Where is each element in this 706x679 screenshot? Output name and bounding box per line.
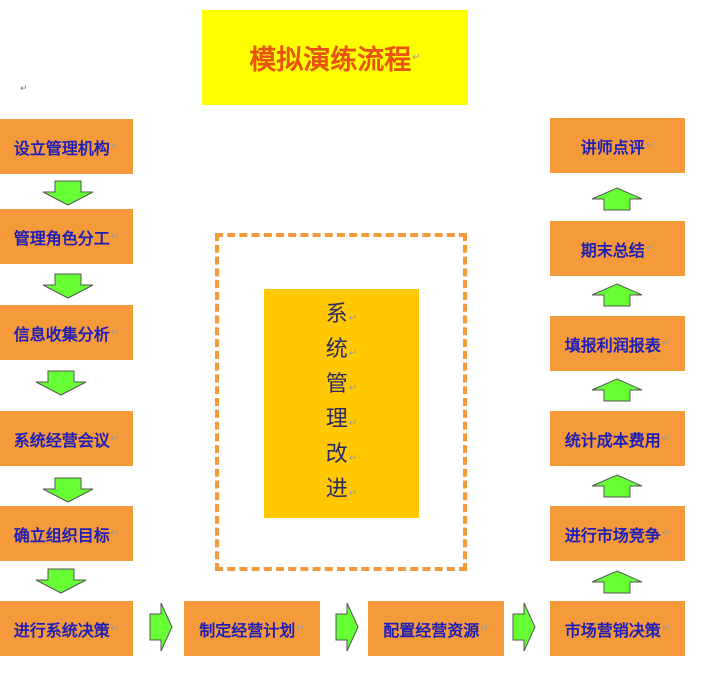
step-info-analysis: 信息收集分析↵ <box>0 305 133 360</box>
down-arrow-icon <box>35 568 87 594</box>
center-box-system-improvement: 系↵ 统↵ 管↵ 理↵ 改↵ 进↵ <box>264 289 419 518</box>
center-char: 进 <box>325 476 348 502</box>
step-set-goals: 确立组织目标↵ <box>0 506 133 561</box>
step-label: 市场营销决策 <box>564 620 661 640</box>
down-arrow-icon <box>42 180 94 206</box>
step-label: 配置经营资源 <box>383 620 480 640</box>
paragraph-mark-icon: ↵ <box>348 347 358 359</box>
step-label: 进行系统决策 <box>13 620 110 640</box>
step-label: 期末总结 <box>580 240 645 260</box>
up-arrow-icon <box>591 187 643 211</box>
paragraph-mark-icon: ↵ <box>348 417 358 429</box>
center-char: 统 <box>325 336 348 362</box>
up-arrow-icon <box>591 283 643 307</box>
paragraph-mark-icon: ↵ <box>110 327 120 338</box>
up-arrow-icon <box>591 474 643 498</box>
step-label: 信息收集分析 <box>13 324 110 344</box>
paragraph-mark-icon: ↵ <box>110 623 120 634</box>
paragraph-mark-icon: ↵ <box>110 141 120 152</box>
paragraph-mark-icon: ↵ <box>348 452 358 464</box>
step-label: 填报利润报表 <box>564 335 661 355</box>
step-label: 系统经营会议 <box>13 430 110 450</box>
center-char: 管 <box>325 371 348 397</box>
center-char: 系 <box>325 301 348 327</box>
paragraph-mark-icon: ↵ <box>412 52 421 63</box>
step-label: 管理角色分工 <box>13 228 110 248</box>
diagram-title: 模拟演练流程↵ <box>202 10 468 105</box>
paragraph-mark-icon: ↵ <box>348 312 358 324</box>
paragraph-mark-icon: ↵ <box>110 528 120 539</box>
step-profit-report: 填报利润报表↵ <box>550 316 685 371</box>
title-text: 模拟演练流程 <box>249 45 412 76</box>
step-label: 统计成本费用 <box>564 430 661 450</box>
step-allocate-resources: 配置经营资源↵ <box>368 601 504 656</box>
right-arrow-icon <box>512 602 536 652</box>
down-arrow-icon <box>35 370 87 396</box>
paragraph-mark-icon: ↵ <box>348 382 358 394</box>
step-system-decision: 进行系统决策↵ <box>0 601 133 656</box>
step-cost-statistics: 统计成本费用↵ <box>550 411 685 466</box>
center-char: 理 <box>325 406 348 432</box>
paragraph-mark-icon: ↵ <box>480 623 489 634</box>
paragraph-mark-icon: ↵ <box>661 433 671 444</box>
step-setup-management: 设立管理机构↵ <box>0 119 133 174</box>
up-arrow-icon <box>591 378 643 402</box>
dashed-frame <box>215 233 467 571</box>
down-arrow-icon <box>42 477 94 503</box>
step-business-meeting: 系统经营会议↵ <box>0 411 133 466</box>
up-arrow-icon <box>591 570 643 594</box>
paragraph-mark-icon: ↵ <box>645 140 655 151</box>
step-instructor-review: 讲师点评↵ <box>550 118 685 173</box>
step-business-plan: 制定经营计划↵ <box>184 601 320 656</box>
right-arrow-icon <box>149 602 173 652</box>
right-arrow-icon <box>335 602 359 652</box>
down-arrow-icon <box>42 273 94 299</box>
paragraph-mark-icon: ↵ <box>110 433 120 444</box>
paragraph-mark-icon: ↵ <box>348 487 358 499</box>
step-label: 制定经营计划 <box>199 620 296 640</box>
step-label: 讲师点评 <box>580 137 645 157</box>
step-label: 确立组织目标 <box>13 525 110 545</box>
step-period-summary: 期末总结↵ <box>550 221 685 276</box>
paragraph-mark-icon: ↵ <box>645 243 655 254</box>
step-marketing-decision: 市场营销决策↵ <box>550 601 685 656</box>
step-role-division: 管理角色分工↵ <box>0 209 133 264</box>
stray-mark-icon: ↵ <box>20 84 28 94</box>
center-char: 改 <box>325 441 348 467</box>
paragraph-mark-icon: ↵ <box>296 623 305 634</box>
paragraph-mark-icon: ↵ <box>110 231 120 242</box>
step-label: 进行市场竞争 <box>564 525 661 545</box>
paragraph-mark-icon: ↵ <box>661 623 671 634</box>
paragraph-mark-icon: ↵ <box>661 528 671 539</box>
paragraph-mark-icon: ↵ <box>661 338 671 349</box>
step-market-competition: 进行市场竞争↵ <box>550 506 685 561</box>
step-label: 设立管理机构 <box>13 138 110 158</box>
